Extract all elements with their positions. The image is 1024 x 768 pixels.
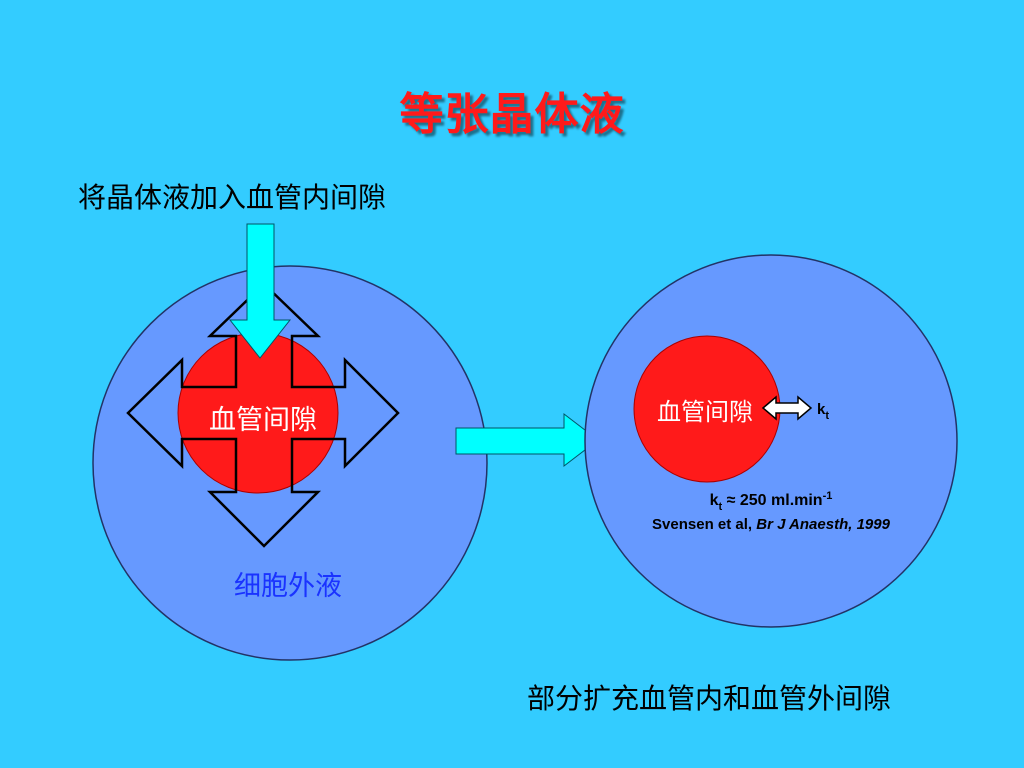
transition-arrow-right [455,412,599,468]
citation: Svensen et al, Br J Anaesth, 1999 [652,516,891,533]
slide-title: 等张晶体液 [399,89,625,140]
left-diagram: 血管间隙 细胞外液 [92,223,488,661]
right-diagram: 血管间隙 kt kt ≈ 250 ml.min-1 Svensen et al,… [584,254,958,628]
inflow-arrow-down [228,223,292,359]
rate-label: kt [817,401,829,422]
left-intravascular-label: 血管间隙 [209,405,317,436]
right-intravascular-label: 血管间隙 [657,398,753,426]
four-way-outline-arrow [126,282,400,548]
rate-formula: kt ≈ 250 ml.min-1 [710,490,833,513]
bottom-partial-expansion-text: 部分扩充血管内和血管外间隙 [527,682,892,715]
exchange-double-arrow [761,395,813,421]
subtitle-add-crystalloid: 将晶体液加入血管内间隙 [78,181,387,214]
extracellular-label: 细胞外液 [234,571,342,602]
